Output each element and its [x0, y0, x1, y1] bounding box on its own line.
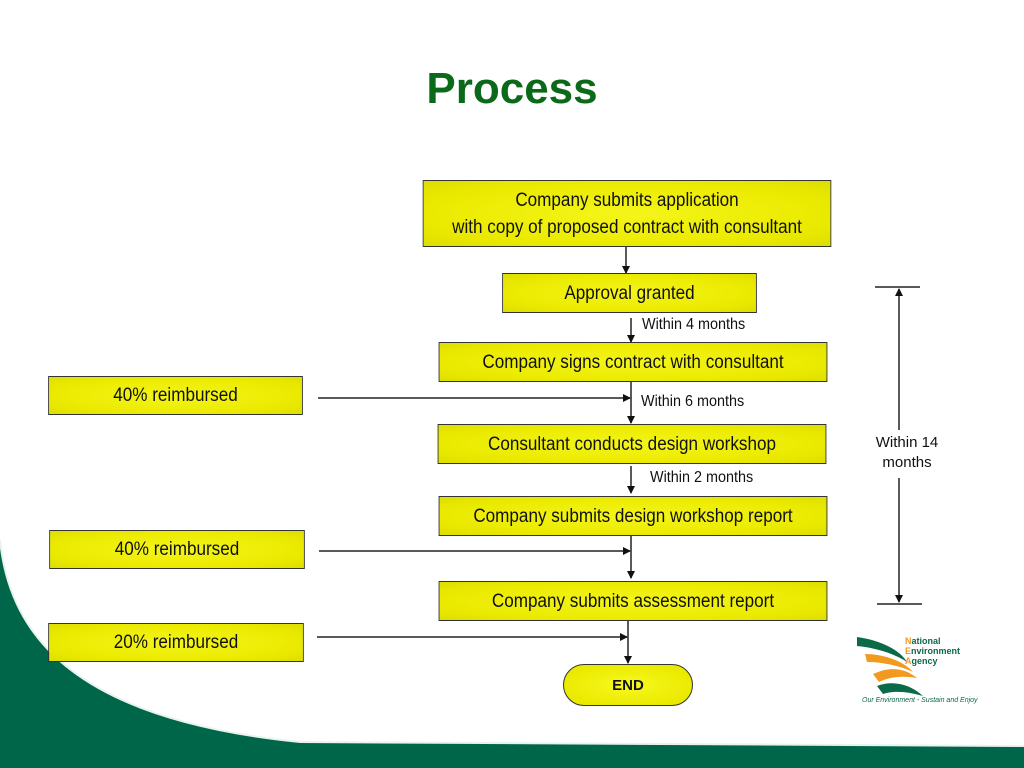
overall-duration-label: Within 14 months: [862, 433, 952, 473]
reimbursement-1: 40% reimbursed: [48, 376, 303, 415]
slide-title: Process: [426, 64, 598, 113]
step-signs-contract: Company signs contract with consultant: [438, 342, 828, 382]
reimbursement-label: 20% reimbursed: [113, 632, 239, 653]
logo-word: ational: [911, 636, 941, 646]
overall-duration-line2: months: [882, 454, 932, 471]
logo-word: gency: [911, 656, 938, 666]
swoosh-highlight: [0, 539, 1024, 747]
reimbursement-2: 40% reimbursed: [49, 530, 305, 569]
logo-tagline: Our Environment - Sustain and Enjoy: [862, 697, 978, 704]
end-label: END: [612, 676, 644, 694]
logo-wordmark: National Environment Agency: [905, 636, 960, 666]
reimbursement-label: 40% reimbursed: [113, 385, 238, 406]
step-submit-application: Company submits application with copy of…: [422, 180, 832, 247]
overall-duration-line1: Within 14: [875, 434, 939, 451]
duration-4-months: Within 4 months: [642, 316, 746, 333]
logo-letter: E: [905, 646, 912, 656]
step-label: Company signs contract with consultant: [482, 351, 784, 373]
step-workshop-report: Company submits design workshop report: [438, 496, 828, 536]
duration-2-months: Within 2 months: [650, 469, 754, 486]
logo-letter: A: [905, 656, 912, 666]
step-design-workshop: Consultant conducts design workshop: [437, 424, 827, 464]
step-label-line2: with copy of proposed contract with cons…: [452, 216, 802, 238]
nea-logo-icon: [857, 637, 923, 696]
green-swoosh: [0, 540, 1024, 768]
logo-word: nvironment: [911, 646, 961, 656]
end-terminal: END: [563, 664, 693, 706]
step-label: Consultant conducts design workshop: [487, 433, 777, 455]
reimbursement-label: 40% reimbursed: [114, 539, 240, 560]
step-label: Approval granted: [564, 282, 695, 304]
logo-letter: N: [905, 636, 912, 646]
step-label: Company submits design workshop report: [473, 505, 793, 527]
step-label: Company submits assessment report: [491, 590, 775, 612]
duration-6-months: Within 6 months: [641, 393, 745, 410]
step-assessment-report: Company submits assessment report: [438, 581, 828, 621]
step-label-line1: Company submits application: [515, 189, 739, 211]
step-approval-granted: Approval granted: [502, 273, 757, 313]
reimbursement-3: 20% reimbursed: [48, 623, 304, 662]
